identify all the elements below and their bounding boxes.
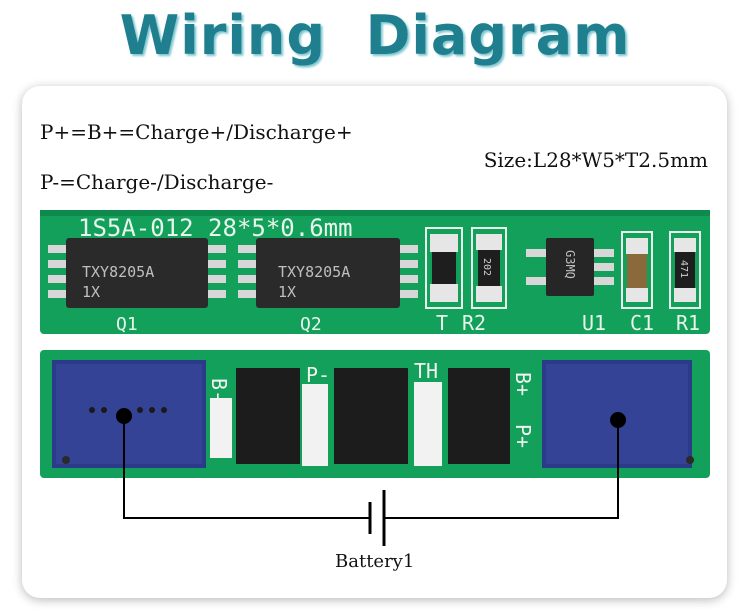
- label-r2: R2: [462, 311, 486, 335]
- positive-formula: P+=B+=Charge+/Discharge+: [40, 120, 353, 144]
- component-t: [425, 227, 463, 309]
- chip-u1: G3MQ: [526, 238, 614, 296]
- pcb-silkscreen-text: 1S5A-012 28*5*0.6mm: [78, 214, 353, 242]
- chip-q1-marking-line1: TXY8205A: [82, 263, 154, 281]
- wire-negative: [123, 416, 370, 519]
- resistor-r1: 471: [669, 231, 701, 309]
- th-strip: [414, 382, 442, 466]
- wire-positive: [384, 420, 619, 519]
- chip-q1-marking-line2: 1X: [82, 283, 100, 301]
- pad-dark-1: [236, 368, 300, 464]
- pad-label-p-plus: P+: [511, 424, 535, 448]
- chip-q2: TXY8205A 1X: [238, 238, 418, 308]
- resistor-r2: 202: [471, 227, 507, 309]
- chip-u1-marking: G3MQ: [563, 250, 577, 279]
- label-u1: U1: [582, 311, 606, 335]
- label-c1: C1: [630, 311, 654, 335]
- pad-label-b-plus: B+: [511, 372, 535, 396]
- page-title: Wiring Diagram: [119, 4, 631, 67]
- label-r1: R1: [676, 311, 700, 335]
- pad-dark-2: [334, 368, 408, 464]
- chip-q2-marking-line2: 1X: [278, 283, 296, 301]
- p-minus-strip: [302, 384, 328, 466]
- pad-label-th: TH: [414, 359, 438, 383]
- label-q1: Q1: [116, 314, 138, 335]
- chip-q2-marking-line1: TXY8205A: [278, 263, 350, 281]
- label-q2: Q2: [300, 314, 322, 335]
- capacitor-c1: [621, 231, 653, 309]
- diagram-card: [22, 86, 727, 598]
- size-spec: Size:L28*W5*T2.5mm: [483, 148, 708, 172]
- pad-label-p-minus: P-: [306, 363, 330, 387]
- b-minus-strip: [210, 398, 232, 458]
- resistor-r1-marking: 471: [678, 260, 689, 278]
- label-t: T: [436, 311, 448, 335]
- pad-dark-3: [448, 368, 510, 464]
- negative-formula: P-=Charge-/Discharge-: [40, 170, 274, 194]
- resistor-r2-marking: 202: [481, 258, 492, 276]
- top-pcb-edge: [40, 210, 710, 216]
- battery-label: Battery1: [335, 551, 415, 572]
- chip-q1: TXY8205A 1X: [48, 238, 226, 308]
